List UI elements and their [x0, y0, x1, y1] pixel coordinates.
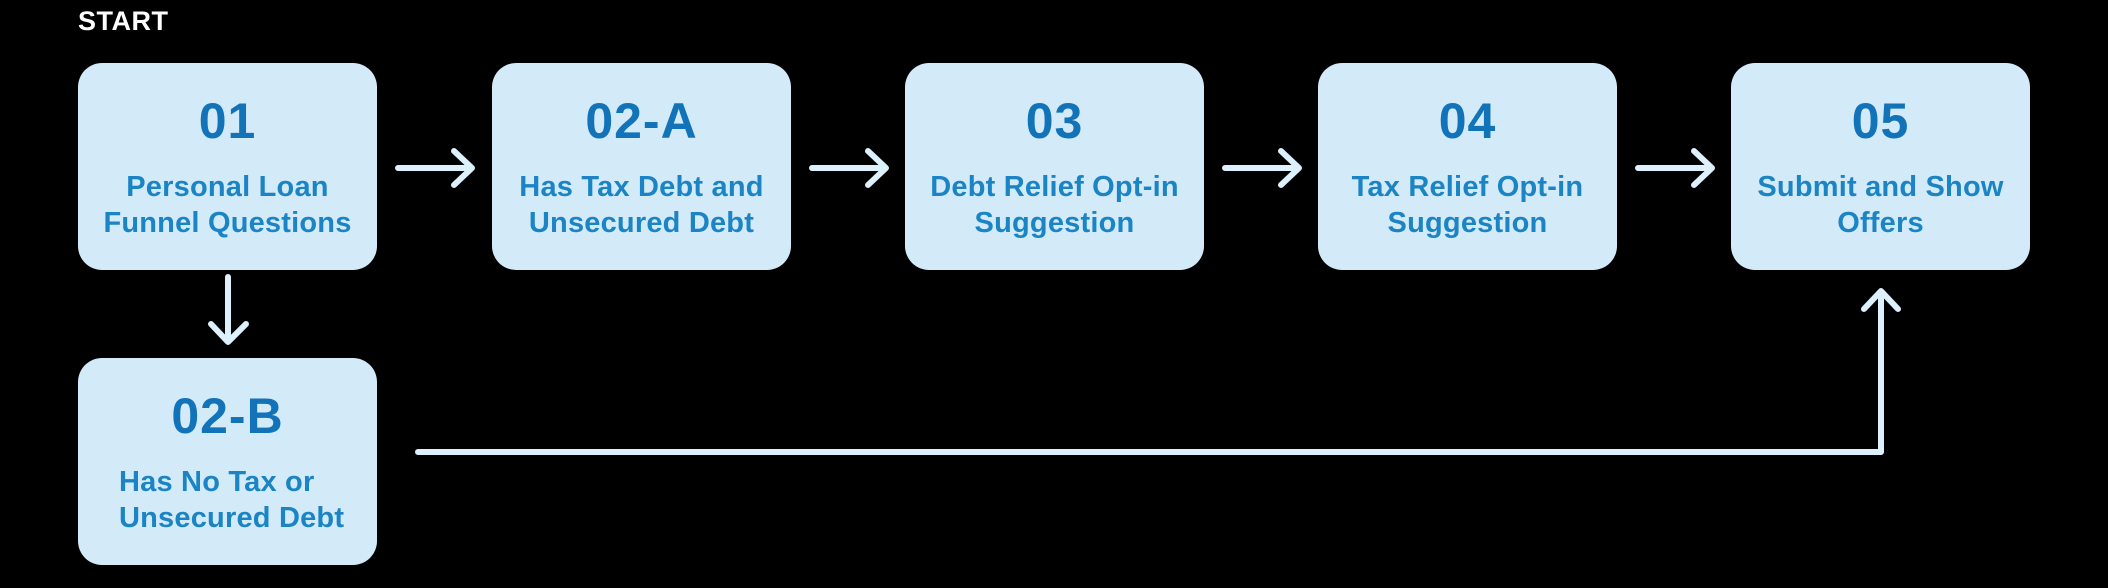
node-01-label: Personal Loan Funnel Questions [103, 171, 352, 239]
elbow-arrow-up-icon-02b-to-05 [415, 288, 1901, 455]
node-02a: 02-A Has Tax Debt and Unsecured Debt [492, 63, 791, 270]
arrow-right-icon-04-to-05 [1635, 148, 1715, 188]
node-04: 04 Tax Relief Opt-in Suggestion [1318, 63, 1617, 270]
arrow-right-icon-02a-to-03 [809, 148, 889, 188]
node-02b: 02-B Has No Tax or Unsecured Debt [78, 358, 377, 565]
arrow-right-icon-03-to-04 [1222, 148, 1302, 188]
node-03-number: 03 [1025, 93, 1084, 149]
arrow-right-icon-01-to-02a [395, 148, 475, 188]
node-01: 01 Personal Loan Funnel Questions [78, 63, 377, 270]
node-01-number: 01 [198, 93, 257, 149]
start-label: START [78, 6, 169, 36]
node-02b-number: 02-B [171, 388, 284, 444]
node-03: 03 Debt Relief Opt-in Suggestion [905, 63, 1204, 270]
arrow-down-icon-01-to-02b [208, 274, 249, 345]
node-05-number: 05 [1851, 93, 1910, 149]
node-03-label: Debt Relief Opt-in Suggestion [930, 171, 1179, 239]
node-02b-label: Has No Tax or Unsecured Debt [119, 466, 345, 534]
node-02a-number: 02-A [585, 93, 698, 149]
node-04-number: 04 [1438, 93, 1497, 149]
node-02a-label: Has Tax Debt and Unsecured Debt [519, 171, 764, 239]
node-04-label: Tax Relief Opt-in Suggestion [1351, 171, 1584, 239]
node-05: 05 Submit and Show Offers [1731, 63, 2030, 270]
node-05-label: Submit and Show Offers [1757, 171, 2004, 239]
